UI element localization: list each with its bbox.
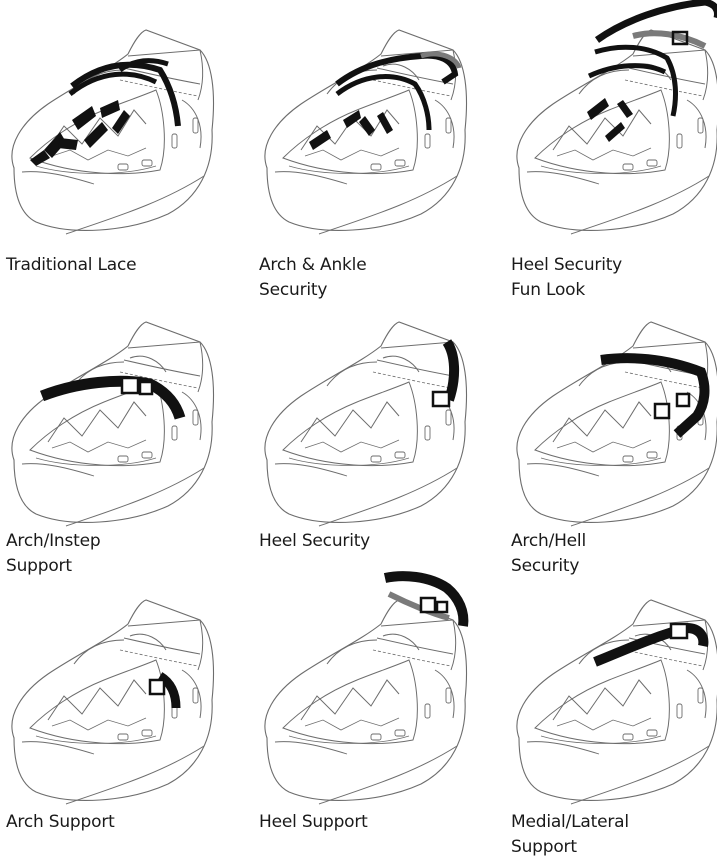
shoe-heel-security-icon (253, 292, 468, 527)
shoe-arch-instep-support-icon (0, 292, 215, 527)
lacing-panel-heel-support: Heel Support (253, 570, 473, 850)
lacing-panel-arch-ankle-security: Arch & Ankle Security (253, 0, 473, 280)
lacing-panel-arch-support: Arch Support (0, 570, 220, 850)
shoe-medial-lateral-support-icon (505, 570, 717, 805)
lacing-panel-heel-security: Heel Security (253, 292, 473, 572)
shoe-traditional-lace-icon (0, 0, 215, 235)
shoe-arch-support-icon (0, 570, 215, 805)
shoe-arch-heel-security-icon (505, 292, 717, 527)
lacing-panel-traditional-lace: Traditional Lace (0, 0, 220, 280)
lacing-panel-heel-security-fun-look: Heel Security Fun Look (505, 0, 717, 280)
shoe-heel-security-fun-look-icon (505, 0, 717, 235)
caption-heel-support: Heel Support (259, 810, 368, 835)
caption-medial-lateral-support: Medial/Lateral Support (511, 810, 629, 860)
caption-heel-security: Heel Security (259, 529, 370, 554)
lacing-panel-arch-heel-security: Arch/Hell Security (505, 292, 717, 572)
shoe-arch-ankle-security-icon (253, 0, 468, 235)
lacing-panel-arch-instep-support: Arch/Instep Support (0, 292, 220, 572)
caption-traditional-lace: Traditional Lace (6, 253, 136, 278)
lacing-panel-medial-lateral-support: Medial/Lateral Support (505, 570, 717, 850)
shoe-heel-support-icon (253, 570, 468, 805)
caption-arch-support: Arch Support (6, 810, 115, 835)
